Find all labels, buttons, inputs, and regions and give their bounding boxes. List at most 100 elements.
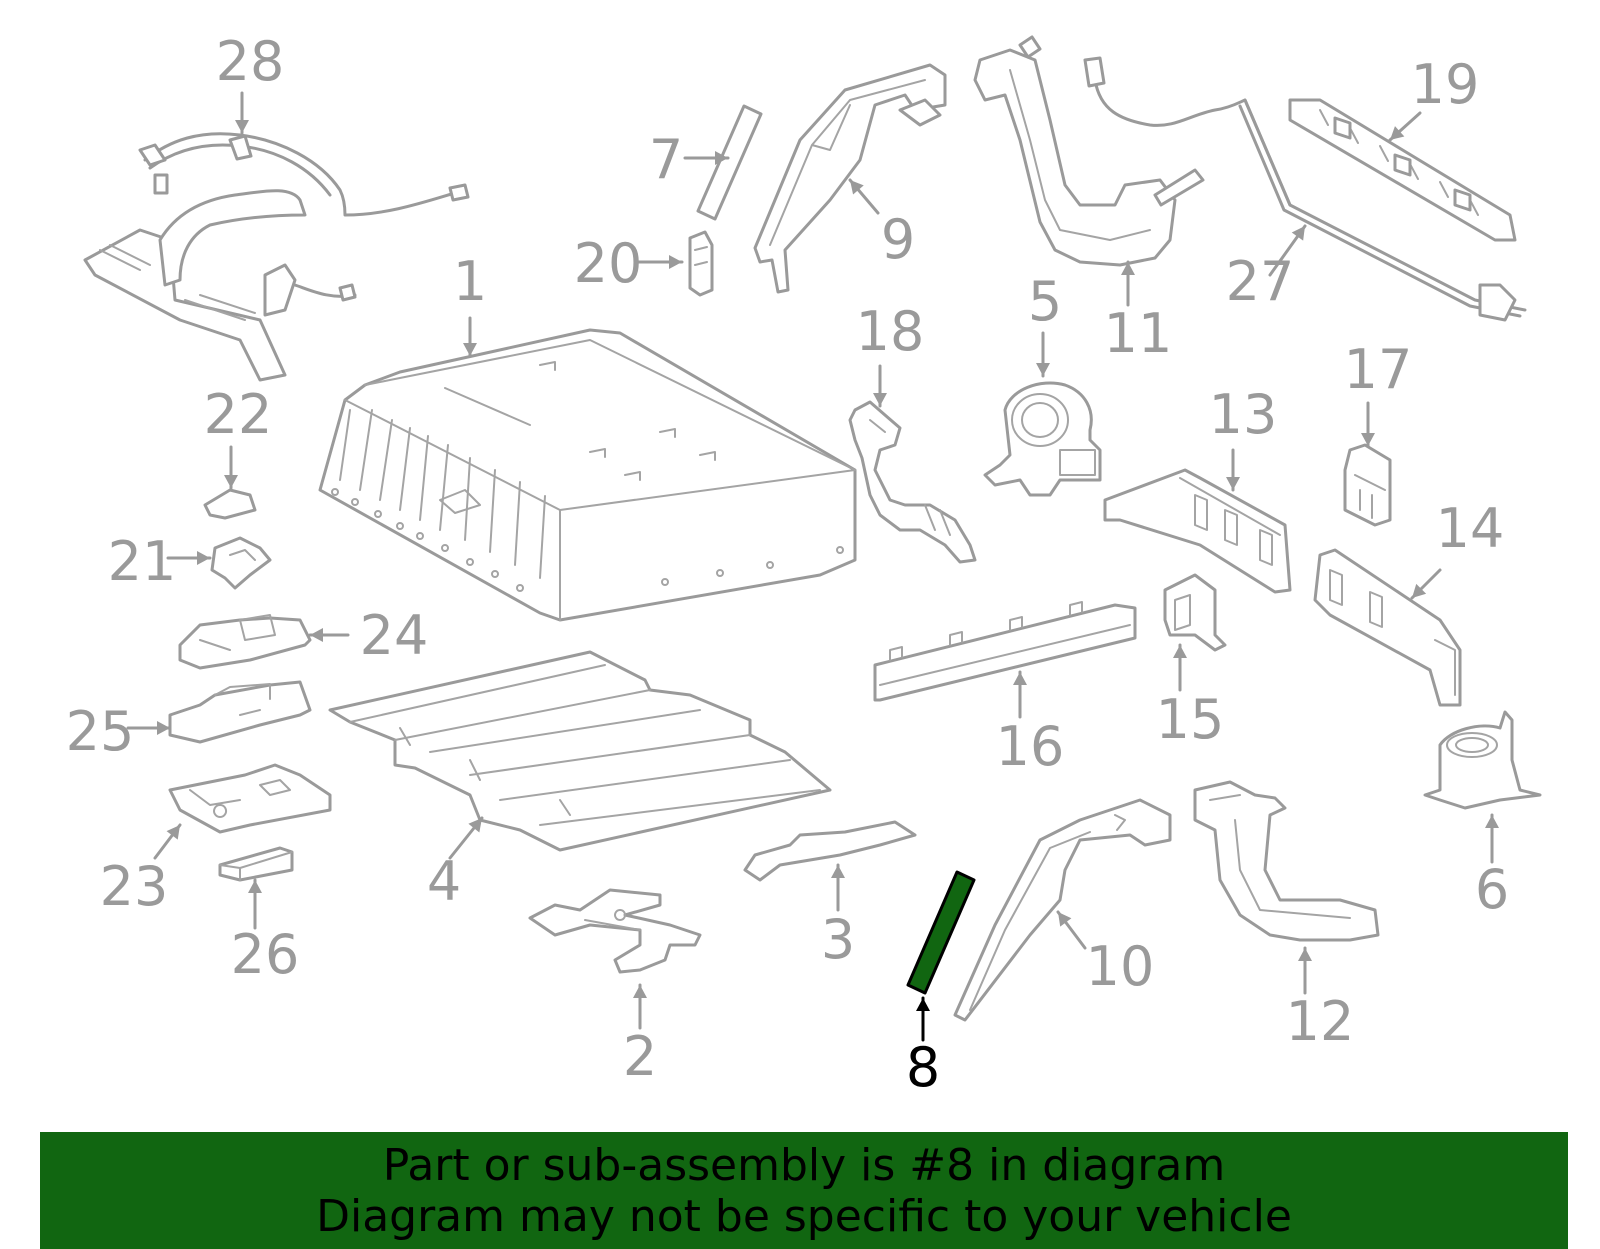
callout-1[interactable]: 1 — [453, 250, 487, 358]
callout-16[interactable]: 16 — [996, 670, 1065, 778]
callout-2[interactable]: 2 — [623, 983, 657, 1088]
part-20-clip[interactable] — [688, 230, 714, 297]
part-5-blower-motor[interactable] — [983, 381, 1102, 497]
part-19-bracket[interactable] — [1288, 98, 1517, 242]
arrowhead-17 — [1361, 433, 1375, 446]
callout-label-16: 16 — [996, 715, 1065, 778]
callout-label-26: 26 — [231, 923, 300, 986]
callout-20[interactable]: 20 — [574, 232, 684, 295]
callout-label-13: 13 — [1209, 383, 1278, 446]
part-8-highlighted-strip[interactable] — [906, 870, 976, 995]
callout-label-12: 12 — [1286, 990, 1355, 1053]
part-26-block[interactable] — [218, 846, 294, 882]
part-27-wire-assembly[interactable] — [1238, 98, 1527, 322]
arrowhead-25 — [157, 721, 170, 735]
part-15-bracket[interactable] — [1163, 573, 1227, 652]
arrowhead-7 — [715, 151, 728, 165]
arrowhead-20 — [669, 255, 682, 269]
callout-13[interactable]: 13 — [1209, 383, 1278, 492]
arrowhead-3 — [831, 865, 845, 878]
info-banner: Part or sub-assembly is #8 in diagram Di… — [40, 1132, 1568, 1249]
callout-6[interactable]: 6 — [1475, 813, 1509, 921]
part-6-blower-motor[interactable] — [1423, 710, 1542, 810]
callout-label-10: 10 — [1086, 935, 1155, 998]
callout-label-9: 9 — [881, 208, 915, 271]
part-7-seal-strip[interactable] — [696, 104, 763, 221]
part-10-duct[interactable] — [953, 798, 1172, 1022]
part-24-module[interactable] — [178, 614, 312, 670]
callout-21[interactable]: 21 — [108, 530, 212, 593]
part-16-support-bar[interactable] — [873, 601, 1137, 702]
callout-label-14: 14 — [1436, 497, 1505, 560]
callout-10[interactable]: 10 — [1056, 910, 1155, 998]
callout-14[interactable]: 14 — [1410, 497, 1505, 600]
callout-label-27: 27 — [1226, 250, 1295, 313]
callout-label-28: 28 — [216, 30, 285, 93]
callout-11[interactable]: 11 — [1104, 260, 1173, 365]
callout-label-18: 18 — [856, 300, 925, 363]
arrowhead-9 — [850, 180, 864, 195]
callout-18[interactable]: 18 — [856, 300, 925, 408]
part-2-bracket[interactable] — [528, 888, 702, 974]
callout-label-22: 22 — [204, 383, 273, 446]
arrowhead-11 — [1121, 262, 1135, 275]
callout-28[interactable]: 28 — [216, 30, 285, 135]
arrowhead-22 — [224, 475, 238, 488]
callout-label-21: 21 — [108, 530, 177, 593]
callout-7[interactable]: 7 — [649, 128, 730, 191]
callout-19[interactable]: 19 — [1388, 53, 1479, 142]
callout-layer: 1234567891011121314151617181920212223242… — [66, 30, 1510, 1099]
part-17-bracket[interactable] — [1343, 443, 1392, 527]
callout-25[interactable]: 25 — [66, 700, 172, 763]
callout-label-2: 2 — [623, 1025, 657, 1088]
part-21-bracket[interactable] — [210, 536, 272, 590]
callout-label-1: 1 — [453, 250, 487, 313]
callout-5[interactable]: 5 — [1028, 270, 1062, 378]
callout-label-4: 4 — [427, 850, 461, 913]
part-1-battery-assembly[interactable] — [318, 328, 857, 622]
arrowhead-21 — [197, 551, 210, 565]
callout-label-25: 25 — [66, 700, 135, 763]
part-22-clip[interactable] — [203, 488, 257, 520]
arrowhead-15 — [1173, 645, 1187, 658]
arrowhead-27 — [1291, 226, 1305, 241]
callout-27[interactable]: 27 — [1226, 224, 1307, 313]
callout-24[interactable]: 24 — [308, 604, 428, 667]
callout-9[interactable]: 9 — [848, 178, 915, 271]
callout-label-17: 17 — [1344, 338, 1413, 401]
part-12-duct[interactable] — [1193, 780, 1380, 942]
callout-22[interactable]: 22 — [204, 383, 273, 490]
banner-line-1: Part or sub-assembly is #8 in diagram — [382, 1140, 1226, 1191]
arrowhead-23 — [166, 825, 180, 840]
callout-label-3: 3 — [821, 908, 855, 971]
banner-line-2: Diagram may not be specific to your vehi… — [316, 1191, 1292, 1242]
callout-3[interactable]: 3 — [821, 863, 855, 971]
part-28-wire-harness[interactable] — [83, 132, 470, 382]
part-23-bracket[interactable] — [168, 763, 332, 834]
part-25-module[interactable] — [168, 680, 312, 744]
callout-label-6: 6 — [1475, 858, 1509, 921]
callout-label-20: 20 — [574, 232, 643, 295]
callout-15[interactable]: 15 — [1156, 643, 1225, 751]
callout-label-8: 8 — [906, 1036, 940, 1099]
callout-23[interactable]: 23 — [100, 823, 182, 918]
part-3-bracket[interactable] — [743, 820, 917, 882]
part-9-duct[interactable] — [753, 63, 947, 294]
callout-26[interactable]: 26 — [231, 878, 300, 986]
arrowhead-19 — [1390, 126, 1405, 140]
callout-17[interactable]: 17 — [1344, 338, 1413, 448]
callout-12[interactable]: 12 — [1286, 946, 1355, 1053]
callout-label-5: 5 — [1028, 270, 1062, 333]
part-4-floor-panel[interactable] — [328, 650, 832, 852]
part-11-duct[interactable] — [973, 35, 1292, 267]
callout-8[interactable]: 8 — [906, 996, 940, 1099]
arrowhead-28 — [235, 120, 249, 133]
arrowhead-2 — [633, 985, 647, 998]
part-13-bracket[interactable] — [1103, 468, 1292, 594]
part-18-hose[interactable] — [848, 400, 977, 564]
part-14-bracket[interactable] — [1313, 548, 1462, 707]
callout-4[interactable]: 4 — [427, 816, 484, 913]
arrowhead-1 — [463, 343, 477, 356]
callout-label-11: 11 — [1104, 302, 1173, 365]
callout-label-23: 23 — [100, 855, 169, 918]
